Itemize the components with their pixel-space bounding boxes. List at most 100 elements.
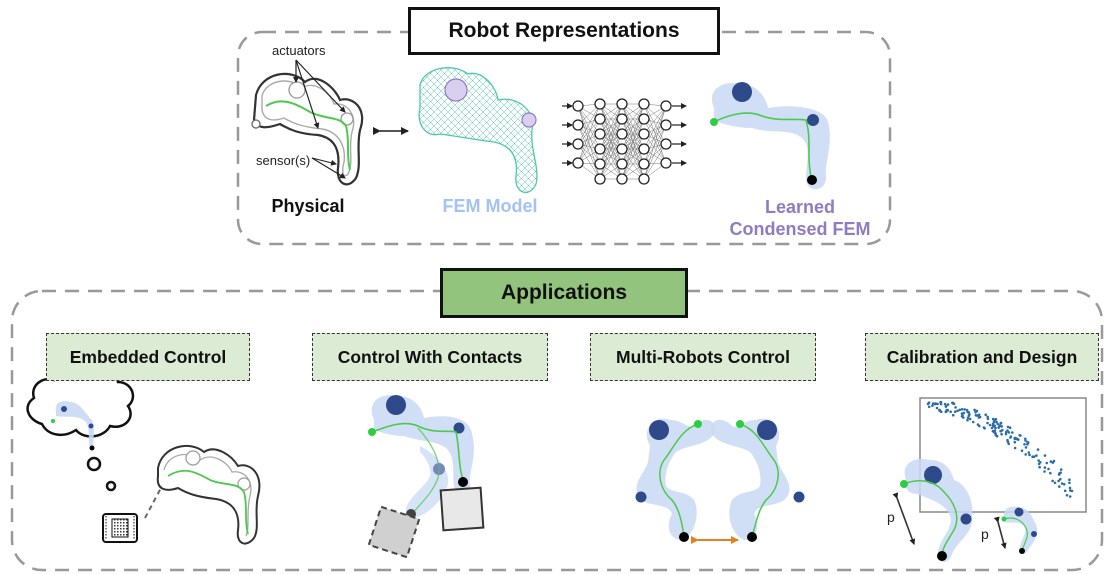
scatter-point xyxy=(1035,454,1038,457)
scatter-point xyxy=(954,406,957,409)
scatter-point xyxy=(1053,481,1057,485)
scatter-point xyxy=(995,420,998,424)
scatter-point xyxy=(1037,462,1041,466)
parameter-arrows xyxy=(892,492,1007,549)
nn-edge xyxy=(643,124,667,180)
scatter-point xyxy=(1007,442,1010,446)
design-robot-small xyxy=(1001,506,1038,554)
scatter-point xyxy=(1052,459,1056,463)
scatter-point xyxy=(993,429,997,433)
scatter-point xyxy=(946,403,950,406)
scatter-point xyxy=(1000,425,1004,428)
scatter-point xyxy=(1024,439,1027,442)
fem-model-label: FEM Model xyxy=(442,196,538,216)
nn-edge xyxy=(577,143,601,180)
nn-node xyxy=(594,98,606,110)
scatter-point xyxy=(1018,434,1021,437)
nn-edge xyxy=(599,118,623,180)
nn-node xyxy=(660,119,672,131)
nn-edge xyxy=(577,124,601,165)
nn-edge xyxy=(599,148,623,180)
nn-node xyxy=(572,119,584,131)
app-calibration-design: Calibration and Design xyxy=(865,333,1099,381)
scatter-point xyxy=(951,401,954,405)
scatter-point xyxy=(1017,438,1020,441)
scatter-point xyxy=(1068,495,1072,498)
nn-edge xyxy=(621,103,645,165)
scatter-point xyxy=(1009,436,1012,439)
scatter-point xyxy=(982,426,986,429)
app-multi-robots-control: Multi-Robots Control xyxy=(590,333,816,381)
nn-node xyxy=(638,143,650,155)
nn-edge xyxy=(599,103,623,150)
nn-node xyxy=(638,98,650,110)
scatter-point xyxy=(958,408,962,412)
nn-node xyxy=(616,113,628,125)
contacts-robot xyxy=(368,395,474,519)
scatter-point xyxy=(1051,479,1054,483)
nn-edge xyxy=(577,124,601,180)
scatter-point xyxy=(1045,461,1049,465)
contact-obstacle-dashed xyxy=(367,505,421,559)
scatter-point xyxy=(1024,453,1027,456)
scatter-point xyxy=(988,423,992,427)
scatter-point xyxy=(1069,489,1072,492)
nn-node xyxy=(638,173,650,185)
scatter-point xyxy=(991,422,995,426)
physical-label: Physical xyxy=(271,196,345,216)
scatter-point xyxy=(926,402,930,406)
nn-edge xyxy=(577,105,601,135)
scatter-point xyxy=(1013,440,1017,444)
nn-edge xyxy=(621,148,645,180)
scatter-point xyxy=(966,418,969,422)
scatter-point xyxy=(986,415,989,419)
scatter-point xyxy=(953,410,957,414)
scatter-point xyxy=(1028,453,1031,457)
scatter-point xyxy=(994,426,997,430)
scatter-point xyxy=(998,425,1001,428)
scatter-point xyxy=(973,408,976,412)
scatter-point xyxy=(1049,460,1053,463)
scatter-point xyxy=(999,422,1002,425)
scatter-point xyxy=(1027,451,1031,454)
scatter-point xyxy=(1058,485,1061,488)
scatter-point xyxy=(974,411,977,414)
nn-edge xyxy=(621,103,645,150)
scatter-point xyxy=(963,408,966,411)
scatter-point xyxy=(966,416,970,420)
nn-edge xyxy=(643,105,667,165)
nn-edge xyxy=(621,133,645,180)
scatter-point xyxy=(986,417,990,421)
scatter-point xyxy=(934,402,937,405)
neural-network xyxy=(562,98,687,185)
scatter-point xyxy=(1023,443,1026,446)
scatter-points xyxy=(926,400,1074,498)
scatter-point xyxy=(1007,431,1011,434)
multi-robot-left xyxy=(635,418,715,542)
nn-edge xyxy=(643,118,667,164)
scatter-point xyxy=(1006,429,1009,432)
scatter-point xyxy=(984,413,987,417)
scatter-point xyxy=(978,424,981,428)
scatter-point xyxy=(967,411,971,414)
scatter-point xyxy=(943,402,947,406)
scatter-point xyxy=(993,431,996,434)
nn-node xyxy=(660,138,672,150)
nn-edge xyxy=(643,133,667,164)
nn-node xyxy=(638,158,650,170)
scatter-point xyxy=(1008,426,1012,430)
nn-node xyxy=(572,100,584,112)
scatter-point xyxy=(1043,470,1046,473)
scatter-point xyxy=(1011,431,1014,434)
scatter-point xyxy=(1006,440,1010,444)
app-embedded-control: Embedded Control xyxy=(46,333,250,381)
physical-robot xyxy=(251,59,364,186)
scatter-point xyxy=(1059,477,1062,481)
scatter-point xyxy=(1020,449,1024,453)
nn-edge xyxy=(577,133,601,164)
embedded-physical-robot xyxy=(156,444,261,545)
scatter-point xyxy=(993,424,996,428)
nn-node xyxy=(660,157,672,169)
scatter-point xyxy=(1060,482,1064,485)
scatter-point xyxy=(1037,459,1040,462)
